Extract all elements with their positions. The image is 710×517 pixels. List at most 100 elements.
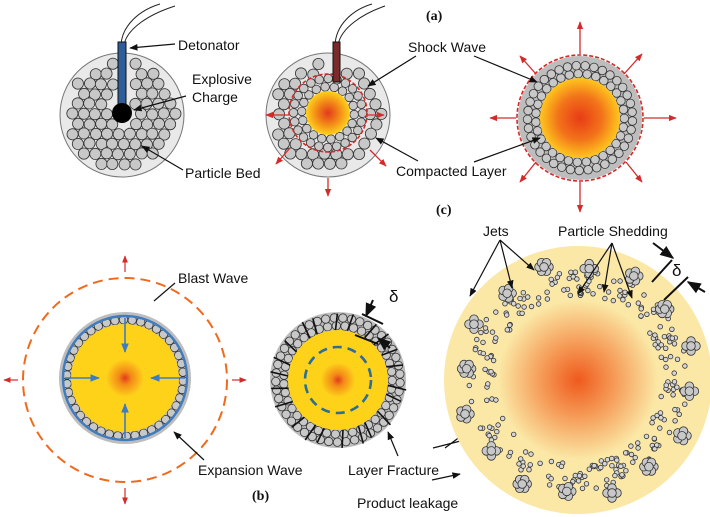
particle — [295, 148, 308, 161]
particle — [536, 91, 547, 101]
particle — [277, 98, 290, 111]
particle — [375, 107, 388, 120]
particle — [486, 432, 492, 439]
particle — [486, 446, 497, 456]
compacted-layer-label: Compacted Layer — [396, 163, 507, 179]
particle — [326, 134, 336, 144]
particle — [554, 274, 561, 281]
particle — [647, 330, 653, 336]
particle — [590, 154, 600, 165]
particle — [597, 65, 608, 76]
particle — [549, 281, 555, 287]
particle — [100, 147, 113, 160]
particle — [517, 479, 527, 489]
particle — [461, 364, 472, 374]
particle — [618, 82, 628, 93]
particle — [535, 147, 545, 157]
particle — [676, 411, 682, 417]
particle — [71, 77, 84, 90]
particle — [135, 107, 148, 120]
particle — [386, 367, 397, 377]
expansion-wave-label: Expansion Wave — [198, 462, 303, 478]
particle — [628, 451, 635, 458]
particle — [129, 78, 142, 91]
expansion-front — [303, 345, 373, 415]
panel-b: (c) δ — [3, 203, 494, 511]
particle — [489, 329, 496, 335]
particle — [657, 425, 663, 431]
particle — [152, 137, 165, 150]
particle — [370, 118, 383, 131]
particle — [484, 397, 490, 403]
fracture-line — [386, 364, 403, 368]
particle — [515, 303, 521, 309]
particle — [147, 67, 160, 80]
particle — [669, 335, 675, 341]
particle — [460, 409, 470, 419]
particle — [526, 467, 532, 473]
particle — [292, 410, 302, 421]
fracture-line — [334, 313, 339, 331]
explosive-charge — [112, 103, 132, 123]
particle — [370, 414, 380, 424]
particle — [562, 62, 573, 72]
panel-label-c: (c) — [436, 203, 452, 218]
particle — [564, 70, 575, 80]
particle — [583, 481, 590, 487]
particle — [638, 313, 644, 319]
particle — [106, 118, 119, 131]
particle — [504, 327, 510, 333]
particle — [627, 116, 638, 126]
particle — [617, 287, 623, 294]
particle — [671, 370, 677, 376]
particle — [281, 409, 291, 419]
particle — [584, 263, 594, 274]
fracture-line — [304, 424, 317, 441]
particle — [284, 147, 297, 160]
particle — [522, 449, 529, 455]
particle — [620, 297, 626, 303]
blast-arrows — [3, 255, 247, 505]
delta-tick — [663, 276, 689, 301]
particle — [135, 87, 148, 100]
delta-indicator — [652, 242, 675, 259]
particle — [654, 442, 660, 448]
shock-arrows — [489, 21, 677, 213]
particle — [332, 437, 342, 447]
fracture-line — [312, 318, 318, 335]
detonator — [117, 41, 127, 111]
particle — [558, 463, 565, 470]
particle — [337, 86, 348, 96]
panel-label-a: (a) — [426, 9, 443, 24]
particle — [118, 158, 131, 171]
particle — [572, 157, 583, 167]
delta-indicator — [686, 281, 706, 294]
particle — [83, 97, 96, 110]
fracture-line — [274, 400, 294, 408]
particle — [347, 84, 358, 94]
particle — [605, 145, 615, 156]
particle — [547, 148, 558, 158]
particle — [618, 463, 624, 469]
fireball — [71, 324, 179, 432]
particle — [158, 128, 171, 141]
particle — [575, 478, 582, 484]
particle — [686, 341, 696, 351]
particle — [353, 91, 363, 101]
particle — [349, 435, 360, 445]
particle — [650, 415, 656, 421]
particle — [563, 156, 574, 166]
particle — [482, 366, 488, 373]
particle — [349, 109, 359, 120]
particle — [164, 118, 177, 131]
particle — [557, 162, 567, 172]
particle — [71, 97, 84, 110]
particle — [391, 352, 401, 362]
particle — [548, 458, 555, 465]
particle — [304, 90, 314, 100]
particle — [541, 153, 552, 164]
particle — [352, 67, 365, 80]
particle — [605, 289, 612, 295]
particle — [670, 392, 676, 398]
particle — [312, 157, 325, 170]
